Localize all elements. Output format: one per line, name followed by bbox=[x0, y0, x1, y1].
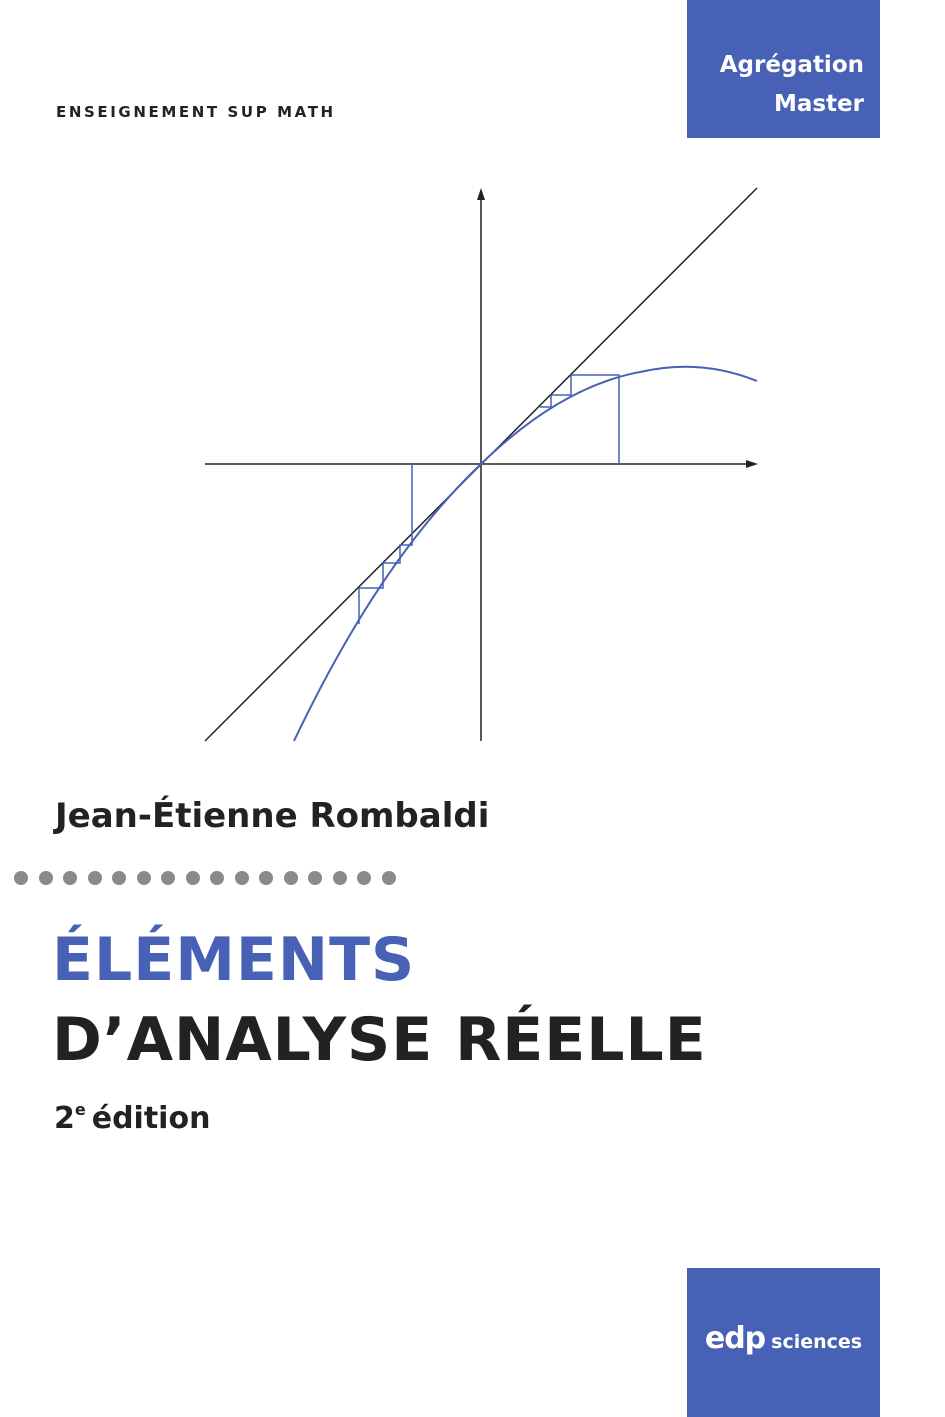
divider-dot bbox=[234, 871, 249, 885]
edition-suffix: e bbox=[74, 1100, 86, 1119]
cobweb-figure bbox=[204, 187, 758, 742]
divider-dot bbox=[112, 871, 126, 885]
publisher-logo: edp sciences bbox=[687, 1268, 880, 1417]
divider-dot bbox=[63, 871, 77, 885]
divider-dot bbox=[14, 871, 28, 885]
divider-dot bbox=[259, 871, 273, 885]
level-line-2: Master bbox=[773, 91, 864, 117]
edition-number: 2 bbox=[54, 1101, 75, 1136]
level-badge: Agrégation Master bbox=[687, 0, 880, 138]
y-axis bbox=[477, 188, 485, 741]
iteration-staircase-right bbox=[540, 374, 620, 464]
title-line-2: D’ANALYSE RÉELLE bbox=[52, 1005, 707, 1075]
divider-dot bbox=[381, 871, 396, 885]
divider-dot bbox=[308, 871, 322, 885]
title-line-1: ÉLÉMENTS bbox=[52, 925, 416, 995]
edition: 2e édition bbox=[54, 1100, 210, 1136]
publisher-word: sciences bbox=[771, 1331, 863, 1353]
divider-dot bbox=[161, 871, 175, 885]
edition-word: édition bbox=[91, 1101, 211, 1136]
divider-dot bbox=[210, 871, 224, 885]
divider-dot bbox=[357, 871, 371, 885]
dotted-divider bbox=[14, 871, 396, 885]
divider-dot bbox=[38, 871, 53, 885]
author-name: Jean-Étienne Rombaldi bbox=[55, 796, 490, 836]
divider-dot bbox=[87, 871, 102, 885]
divider-dot bbox=[332, 871, 347, 885]
level-line-1: Agrégation bbox=[719, 52, 864, 78]
x-axis bbox=[205, 460, 758, 468]
iteration-staircase-left bbox=[358, 464, 413, 624]
curve bbox=[293, 365, 758, 742]
publisher-mark: edp bbox=[704, 1321, 766, 1356]
divider-dot bbox=[283, 871, 298, 885]
series-name: ENSEIGNEMENT SUP MATH bbox=[56, 103, 336, 121]
divider-dot bbox=[136, 871, 151, 885]
divider-dot bbox=[185, 871, 200, 885]
